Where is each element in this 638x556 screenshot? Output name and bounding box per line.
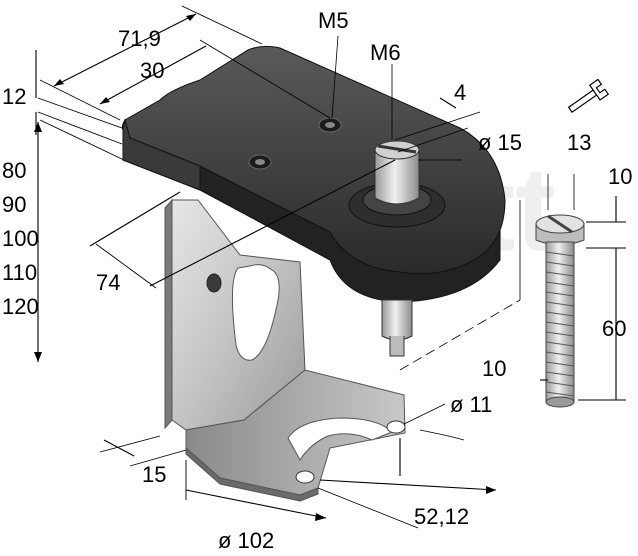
slotted-bolt <box>535 214 585 408</box>
label-dia-11: ø 11 <box>450 392 492 417</box>
wrench-icon <box>567 78 610 114</box>
label-100: 100 <box>2 226 39 251</box>
label-30: 30 <box>140 58 164 83</box>
label-10-bolt: 10 <box>482 356 506 381</box>
label-m6: M6 <box>370 40 401 65</box>
label-90: 90 <box>2 192 26 217</box>
label-dia-15: ø 15 <box>478 130 522 155</box>
label-120: 120 <box>2 294 39 319</box>
label-10-top: 10 <box>608 164 632 189</box>
rotary-sensor-housing <box>121 45 506 357</box>
label-15: 15 <box>142 462 166 487</box>
label-80: 80 <box>2 158 26 183</box>
label-dia-102: ø 102 <box>218 528 274 553</box>
label-110: 110 <box>2 260 37 285</box>
dimension-lines <box>34 5 626 529</box>
label-74: 74 <box>96 270 120 295</box>
label-m5: M5 <box>318 8 349 33</box>
label-60: 60 <box>602 316 626 341</box>
label-13: 13 <box>567 130 591 155</box>
mounting-bracket <box>164 198 406 502</box>
label-52-12: 52,12 <box>414 504 469 529</box>
label-12: 12 <box>2 84 26 109</box>
label-4: 4 <box>454 80 466 105</box>
label-71-9: 71,9 <box>118 26 161 51</box>
dimension-labels: M5 M6 71,9 30 12 4 ø 15 13 80 90 100 110… <box>2 8 632 553</box>
